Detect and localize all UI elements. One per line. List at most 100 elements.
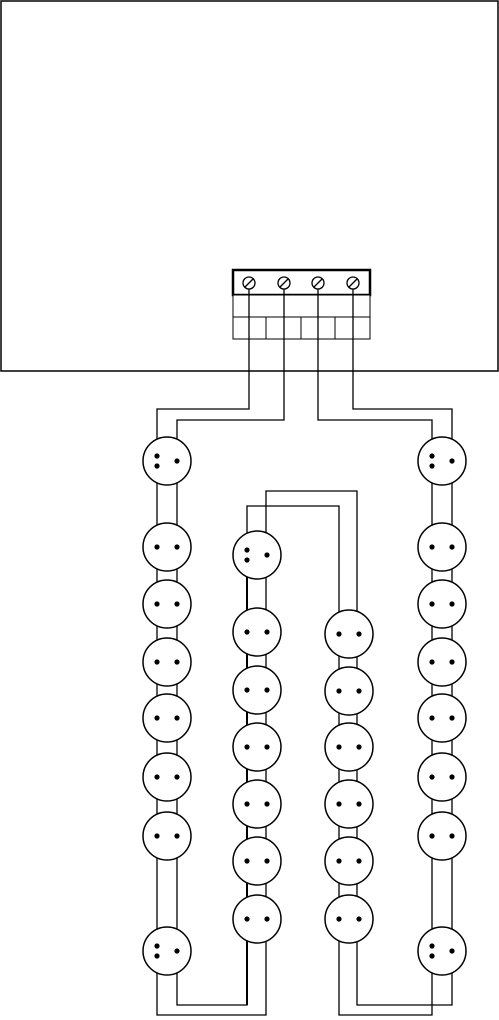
wiring — [157, 289, 452, 1015]
terminal-dot — [449, 774, 454, 779]
device-center-right-3 — [325, 723, 373, 771]
terminal-dot — [336, 801, 341, 806]
terminal-dot — [264, 744, 269, 749]
terminal-dot — [336, 858, 341, 863]
terminal-dot — [154, 943, 159, 948]
device-left-8 — [143, 927, 191, 975]
terminal-dot — [154, 715, 159, 720]
device-center-left-1 — [233, 531, 281, 579]
terminal-dot — [264, 629, 269, 634]
device-right-3 — [418, 580, 466, 628]
terminal-dot — [356, 631, 361, 636]
device-center-right-6 — [325, 895, 373, 943]
terminal-dot — [429, 715, 434, 720]
device-center-left-7 — [233, 895, 281, 943]
device-left-2 — [143, 523, 191, 571]
terminal-dot — [244, 916, 249, 921]
device-left-7 — [143, 812, 191, 860]
device-left-1 — [143, 437, 191, 485]
terminal-dot — [429, 953, 434, 958]
device-group — [143, 437, 466, 975]
terminal-dot — [449, 833, 454, 838]
device-center-right-4 — [325, 780, 373, 828]
device-left-5 — [143, 694, 191, 742]
device-center-left-5 — [233, 780, 281, 828]
terminal-dot — [429, 544, 434, 549]
device-left-6 — [143, 753, 191, 801]
terminal-dot — [356, 801, 361, 806]
terminal-dot — [244, 744, 249, 749]
terminal-dot — [264, 858, 269, 863]
terminal-dot — [336, 631, 341, 636]
terminal-dot — [154, 774, 159, 779]
terminal-dot — [336, 916, 341, 921]
terminal-dot — [244, 687, 249, 692]
terminal-dot — [174, 544, 179, 549]
terminal-dot — [174, 715, 179, 720]
terminal-block — [233, 270, 370, 339]
terminal-dot — [336, 688, 341, 693]
terminal-dot — [244, 557, 249, 562]
terminal-dot — [154, 659, 159, 664]
device-center-left-6 — [233, 837, 281, 885]
terminal-dot — [449, 715, 454, 720]
terminal-dot — [429, 833, 434, 838]
terminal-dot — [264, 552, 269, 557]
device-right-2 — [418, 523, 466, 571]
terminal-dot — [244, 858, 249, 863]
device-center-left-3 — [233, 666, 281, 714]
terminal-dot — [264, 687, 269, 692]
device-left-4 — [143, 638, 191, 686]
terminal-screw-4 — [347, 277, 359, 289]
device-right-5 — [418, 694, 466, 742]
terminal-dot — [356, 858, 361, 863]
terminal-dot — [154, 601, 159, 606]
terminal-dot — [174, 948, 179, 953]
terminal-dot — [449, 601, 454, 606]
terminal-dot — [174, 659, 179, 664]
terminal-dot — [244, 547, 249, 552]
terminal-dot — [154, 544, 159, 549]
terminal-screw-1 — [243, 277, 255, 289]
terminal-dot — [154, 463, 159, 468]
device-right-6 — [418, 753, 466, 801]
terminal-dot — [356, 688, 361, 693]
device-center-left-4 — [233, 723, 281, 771]
terminal-dot — [174, 458, 179, 463]
terminal-dot — [336, 744, 341, 749]
terminal-dot — [429, 943, 434, 948]
terminal-dot — [429, 659, 434, 664]
terminal-dot — [244, 801, 249, 806]
terminal-dot — [174, 833, 179, 838]
device-right-7 — [418, 812, 466, 860]
device-right-8 — [418, 927, 466, 975]
terminal-dot — [429, 463, 434, 468]
terminal-dot — [244, 629, 249, 634]
terminal-dot — [429, 453, 434, 458]
terminal-screw-2 — [278, 277, 290, 289]
terminal-dot — [449, 659, 454, 664]
device-left-3 — [143, 580, 191, 628]
terminal-dot — [449, 948, 454, 953]
terminal-dot — [154, 953, 159, 958]
terminal-dot — [154, 833, 159, 838]
terminal-dot — [264, 801, 269, 806]
device-right-1 — [418, 437, 466, 485]
device-center-left-2 — [233, 608, 281, 656]
terminal-dot — [449, 458, 454, 463]
terminal-dot — [449, 544, 454, 549]
device-right-4 — [418, 638, 466, 686]
terminal-screw-3 — [312, 277, 324, 289]
terminal-dot — [264, 916, 269, 921]
terminal-dot — [356, 744, 361, 749]
terminal-dot — [356, 916, 361, 921]
terminal-dot — [429, 774, 434, 779]
terminal-dot — [154, 453, 159, 458]
terminal-dot — [429, 601, 434, 606]
terminal-dot — [174, 601, 179, 606]
device-center-right-2 — [325, 667, 373, 715]
terminal-dot — [174, 774, 179, 779]
device-center-right-1 — [325, 610, 373, 658]
device-center-right-5 — [325, 837, 373, 885]
